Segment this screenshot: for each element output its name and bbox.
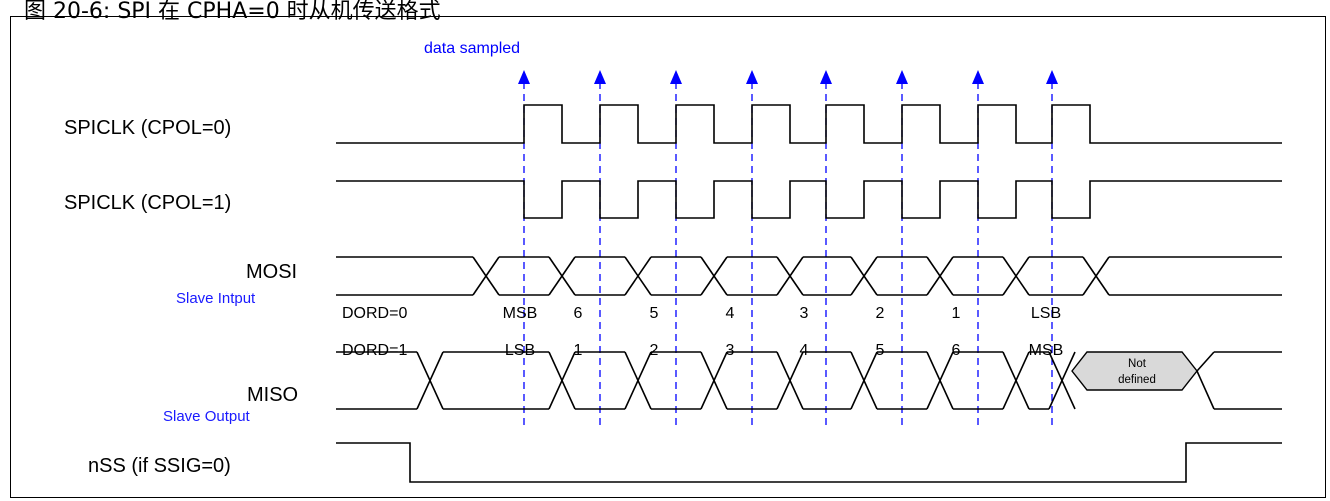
bus-transition [548,256,576,296]
bus-transition [1048,351,1076,410]
bus-transition [1002,256,1030,296]
bus-transition [624,351,652,410]
not-defined-line1: Not [1128,358,1147,370]
not-defined-line2: defined [1118,374,1156,386]
bit-label: MSB [1029,342,1064,359]
bit-label: 1 [952,305,961,322]
dord0-bit-labels: MSB 6 5 4 3 2 1 LSB [503,305,1061,322]
bus-transition [850,351,878,410]
bus-transition [1002,351,1030,410]
sample-arrow-icon [896,70,908,84]
bit-label: 4 [726,305,735,322]
dord1-bit-labels: LSB 1 2 3 4 5 6 MSB [505,342,1063,359]
sample-arrow-icon [972,70,984,84]
waveform-miso [336,351,1282,410]
bus-transition [926,256,954,296]
bit-label: 5 [650,305,659,322]
bit-label: LSB [1031,305,1061,322]
bit-label: LSB [505,342,535,359]
diagram-frame [10,16,1326,498]
sample-arrow-icon [820,70,832,84]
bus-transition [1196,351,1215,372]
bit-label: 2 [650,342,659,359]
bit-label: 3 [800,305,809,322]
sample-arrow-icon [518,70,530,84]
bit-label: MSB [503,305,538,322]
bit-label: 1 [574,342,583,359]
label-miso: MISO [247,384,298,406]
bus-transition [416,351,444,410]
label-mosi-sub: Slave Intput [176,290,256,307]
waveform-spiclk-cpol0 [336,104,1282,144]
label-mosi: MOSI [246,261,297,283]
sample-arrow-icon [1046,70,1058,84]
bus-transition [700,256,728,296]
bit-label: 3 [726,342,735,359]
label-nss: nSS (if SSIG=0) [88,455,231,477]
bus-transition [1196,370,1215,410]
bit-label: 4 [800,342,809,359]
bus-transition [548,351,576,410]
bus-transition [472,256,500,296]
data-sampled-label: data sampled [424,40,520,57]
dord0-label: DORD=0 [342,305,407,322]
bus-transition [624,256,652,296]
label-miso-sub: Slave Output [163,408,251,425]
waveform-nss [336,442,1282,483]
bus-transition [776,351,804,410]
dord1-label: DORD=1 [342,342,407,359]
bus-transition [926,351,954,410]
bus-transition [850,256,878,296]
waveform-mosi [336,256,1282,296]
waveform-spiclk-cpol1 [336,180,1282,219]
bit-label: 2 [876,305,885,322]
bus-transition [700,351,728,410]
not-defined-segment [1071,351,1198,391]
bit-label: 5 [876,342,885,359]
figure-caption: 图 20-6: SPI 在 CPHA=0 时从机传送格式 [24,0,441,24]
sample-arrow-icon [746,70,758,84]
sampling-guides [518,70,1058,428]
bus-transition [776,256,804,296]
label-spiclk-cpol0: SPICLK (CPOL=0) [64,117,231,139]
bit-label: 6 [574,305,583,322]
bus-transition [1082,256,1110,296]
sample-arrow-icon [594,70,606,84]
sample-arrow-icon [670,70,682,84]
bit-label: 6 [952,342,961,359]
label-spiclk-cpol1: SPICLK (CPOL=1) [64,192,231,214]
